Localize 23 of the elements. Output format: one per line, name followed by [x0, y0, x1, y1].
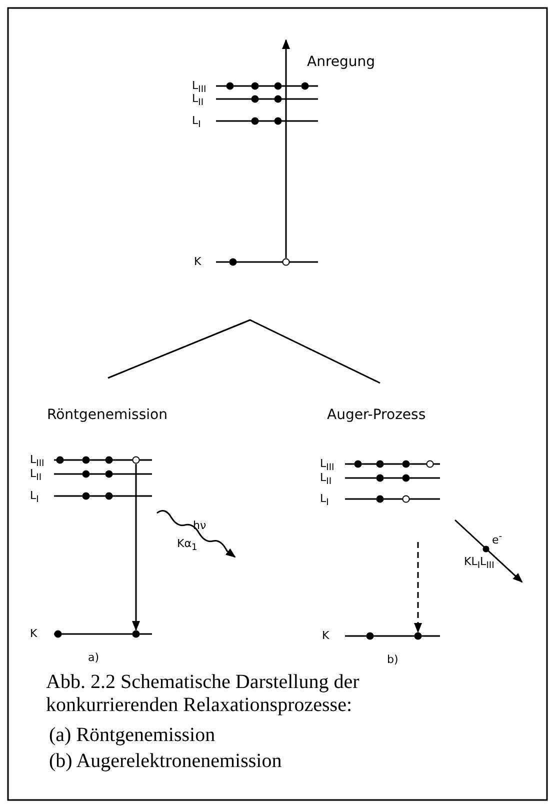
process-heading: Auger-Prozess — [327, 408, 426, 424]
level-label: L$_{II}$ — [30, 468, 42, 484]
level-label: L$_{III}$ — [30, 454, 44, 470]
process-heading: Röntgenemission — [47, 408, 168, 424]
process-label: Anregung — [307, 55, 376, 70]
level-label: L$_{II}$ — [320, 472, 332, 488]
level-label: K — [30, 628, 38, 640]
figure-caption: Abb. 2.2 Schematische Darstellung der konkurrierenden Relaxationsprozesse: — [46, 671, 360, 717]
level-label: L$_{I}$ — [30, 490, 39, 506]
level-label: L$_{I}$ — [320, 493, 329, 508]
formula-label: KL$_{I}$L$_{III}$ — [464, 556, 494, 572]
formula-label: e$^{-}$ — [492, 532, 502, 547]
panel-label: a) — [88, 652, 100, 664]
caption-item: (a) Röntgenemission — [49, 724, 216, 747]
panel-label: b) — [387, 654, 398, 666]
level-label: L$_{I}$ — [192, 115, 201, 130]
level-label: K — [194, 256, 202, 268]
level-label: L$_{III}$ — [320, 458, 334, 474]
level-label: L$_{II}$ — [192, 93, 204, 108]
formula-label: Kα$_{1}$ — [177, 538, 198, 554]
level-label: K — [322, 630, 330, 642]
caption-item: (b) Augerelektronenemission — [49, 750, 282, 773]
level-label: L$_{III}$ — [192, 80, 206, 96]
